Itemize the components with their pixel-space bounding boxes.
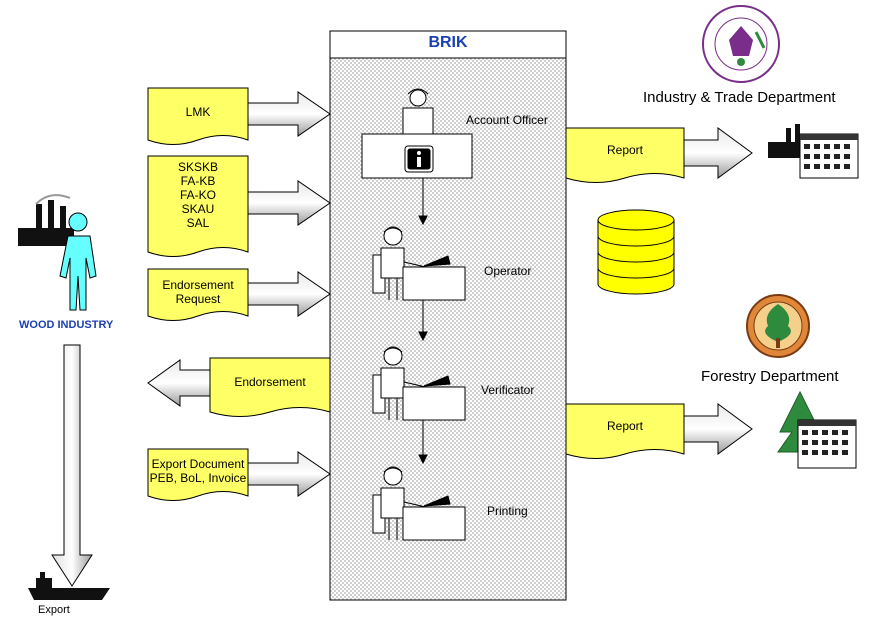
input-arrow-1 (247, 91, 331, 137)
wood-industry-person (59, 212, 97, 311)
input-doc-endorsement-request-text: Endorsement Request (148, 278, 248, 306)
input-doc-lmk (147, 87, 249, 145)
endorsement-output-arrow (147, 359, 211, 407)
database-icon (597, 209, 675, 295)
report-label-industry: Report (606, 143, 644, 157)
doc-line: SKSKB (177, 160, 219, 174)
brik-title: BRIK (428, 34, 468, 51)
report-arrow-forestry (683, 403, 753, 455)
doc-line: Request (175, 292, 221, 306)
doc-line: PEB, BoL, Invoice (149, 471, 247, 485)
doc-line: Export Document (151, 457, 245, 471)
input-doc-export-document-text: Export Document PEB, BoL, Invoice (148, 457, 248, 485)
brik-box (329, 30, 567, 601)
account-officer-figure (361, 88, 473, 179)
input-doc-permits-text: SKSKB FA-KB FA-KO SKAU SAL (148, 160, 248, 230)
report-doc-industry (565, 127, 685, 183)
input-doc-permits (147, 155, 249, 257)
flow-arrows (418, 178, 428, 465)
doc-line: SAL (186, 216, 210, 230)
input-doc-endorsement-request (147, 268, 249, 321)
forestry-building-icon (777, 390, 857, 469)
industry-building-icon (768, 124, 859, 179)
doc-line: LMK (185, 105, 211, 119)
report-doc-forestry (565, 403, 685, 459)
export-arrow (51, 344, 93, 587)
forestry-department-label: Forestry Department (701, 368, 839, 385)
input-doc-export-document (147, 448, 249, 501)
doc-line: FA-KB (180, 174, 216, 188)
report-label-forestry: Report (606, 419, 644, 433)
industry-trade-department-label: Industry & Trade Department (643, 89, 836, 106)
role-verificator: Verificator (481, 383, 535, 397)
forestry-logo (746, 294, 810, 358)
input-arrow-2 (247, 180, 331, 226)
wood-industry-label: WOOD INDUSTRY (19, 319, 114, 331)
report-arrow-industry (683, 127, 753, 179)
doc-line: Endorsement (162, 278, 234, 292)
factory-icon (18, 194, 74, 246)
endorsement-label: Endorsement (234, 375, 306, 389)
printing-figure (372, 466, 466, 541)
doc-line: FA-KO (179, 188, 216, 202)
input-arrow-3 (247, 271, 331, 317)
endorsement-output-doc (209, 357, 331, 417)
operator-figure (372, 226, 466, 301)
role-account-officer: Account Officer (466, 113, 548, 127)
input-doc-lmk-text: LMK (148, 105, 248, 119)
role-operator: Operator (484, 264, 532, 278)
verificator-figure (372, 346, 466, 421)
industry-trade-logo (702, 5, 780, 83)
doc-line: SKAU (181, 202, 215, 216)
export-label: Export (38, 604, 70, 616)
ship-icon (28, 572, 110, 600)
input-arrow-4 (247, 451, 331, 497)
role-printing: Printing (487, 504, 528, 518)
